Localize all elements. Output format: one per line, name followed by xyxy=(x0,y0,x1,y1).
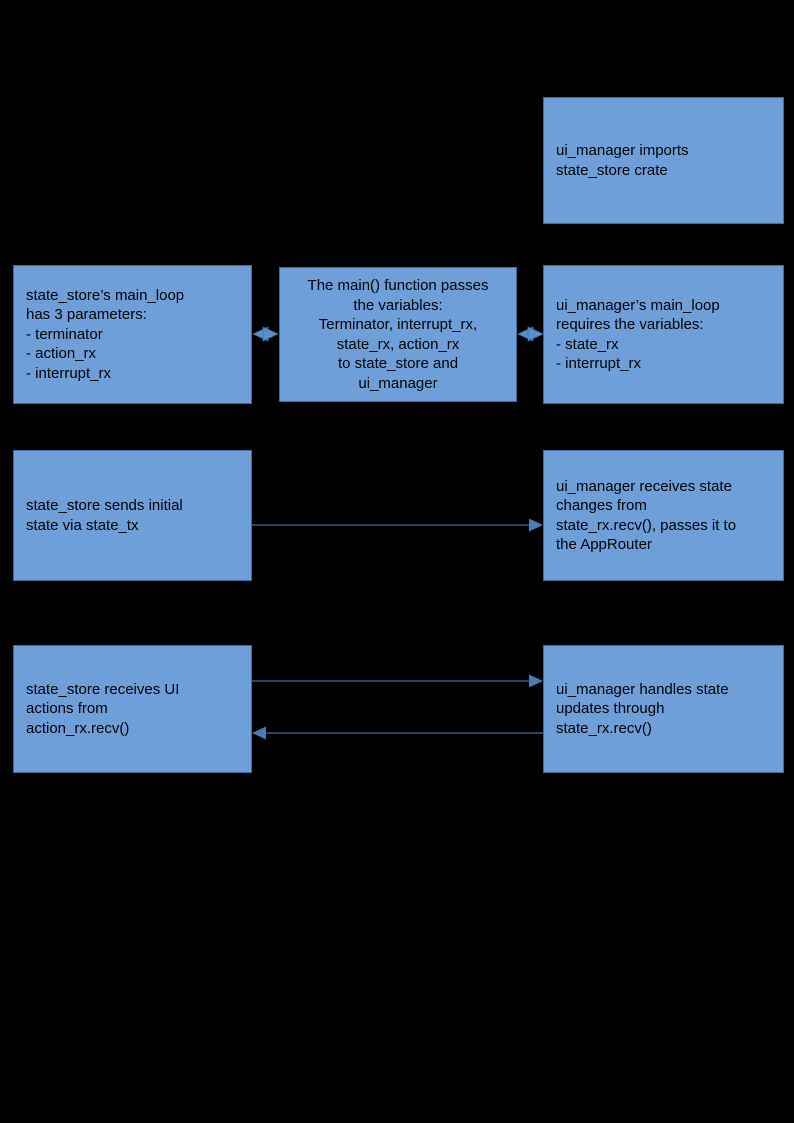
node-state-store-main-loop-params[interactable]: state_store’s main_loop has 3 parameters… xyxy=(13,265,252,404)
node-state-store-receives-ui-actions[interactable]: state_store receives UI actions from act… xyxy=(13,645,252,773)
edge-initial-tx-to-ui-receives xyxy=(252,518,543,532)
node-ui-manager-handles-state-updates[interactable]: ui_manager handles state updates through… xyxy=(543,645,784,773)
node-label: The main() function passes the variables… xyxy=(307,277,489,392)
node-label: state_store receives UI actions from act… xyxy=(26,680,180,737)
node-label: state_store sends initial state via stat… xyxy=(26,497,183,534)
edge-ui-handles-to-actions-rx xyxy=(252,726,543,740)
node-ui-manager-main-loop-requires[interactable]: ui_manager’s main_loop requires the vari… xyxy=(543,265,784,404)
node-main-function-passes-variables[interactable]: The main() function passes the variables… xyxy=(279,267,517,402)
node-ui-manager-receives-state-changes[interactable]: ui_manager receives state changes from s… xyxy=(543,450,784,581)
edge-main-to-ui-requires xyxy=(517,326,544,342)
edge-actions-rx-to-ui-handles xyxy=(252,674,543,688)
node-label: state_store’s main_loop has 3 parameters… xyxy=(26,286,185,382)
edge-state-params-to-main xyxy=(252,326,279,342)
node-state-store-sends-initial-state[interactable]: state_store sends initial state via stat… xyxy=(13,450,252,581)
node-label: ui_manager’s main_loop requires the vari… xyxy=(556,296,720,373)
node-label: ui_manager receives state changes from s… xyxy=(556,477,737,554)
node-ui-manager-imports[interactable]: ui_manager imports state_store crate xyxy=(543,97,784,224)
node-label: ui_manager handles state updates through… xyxy=(556,680,729,737)
node-label: ui_manager imports state_store crate xyxy=(556,142,689,179)
